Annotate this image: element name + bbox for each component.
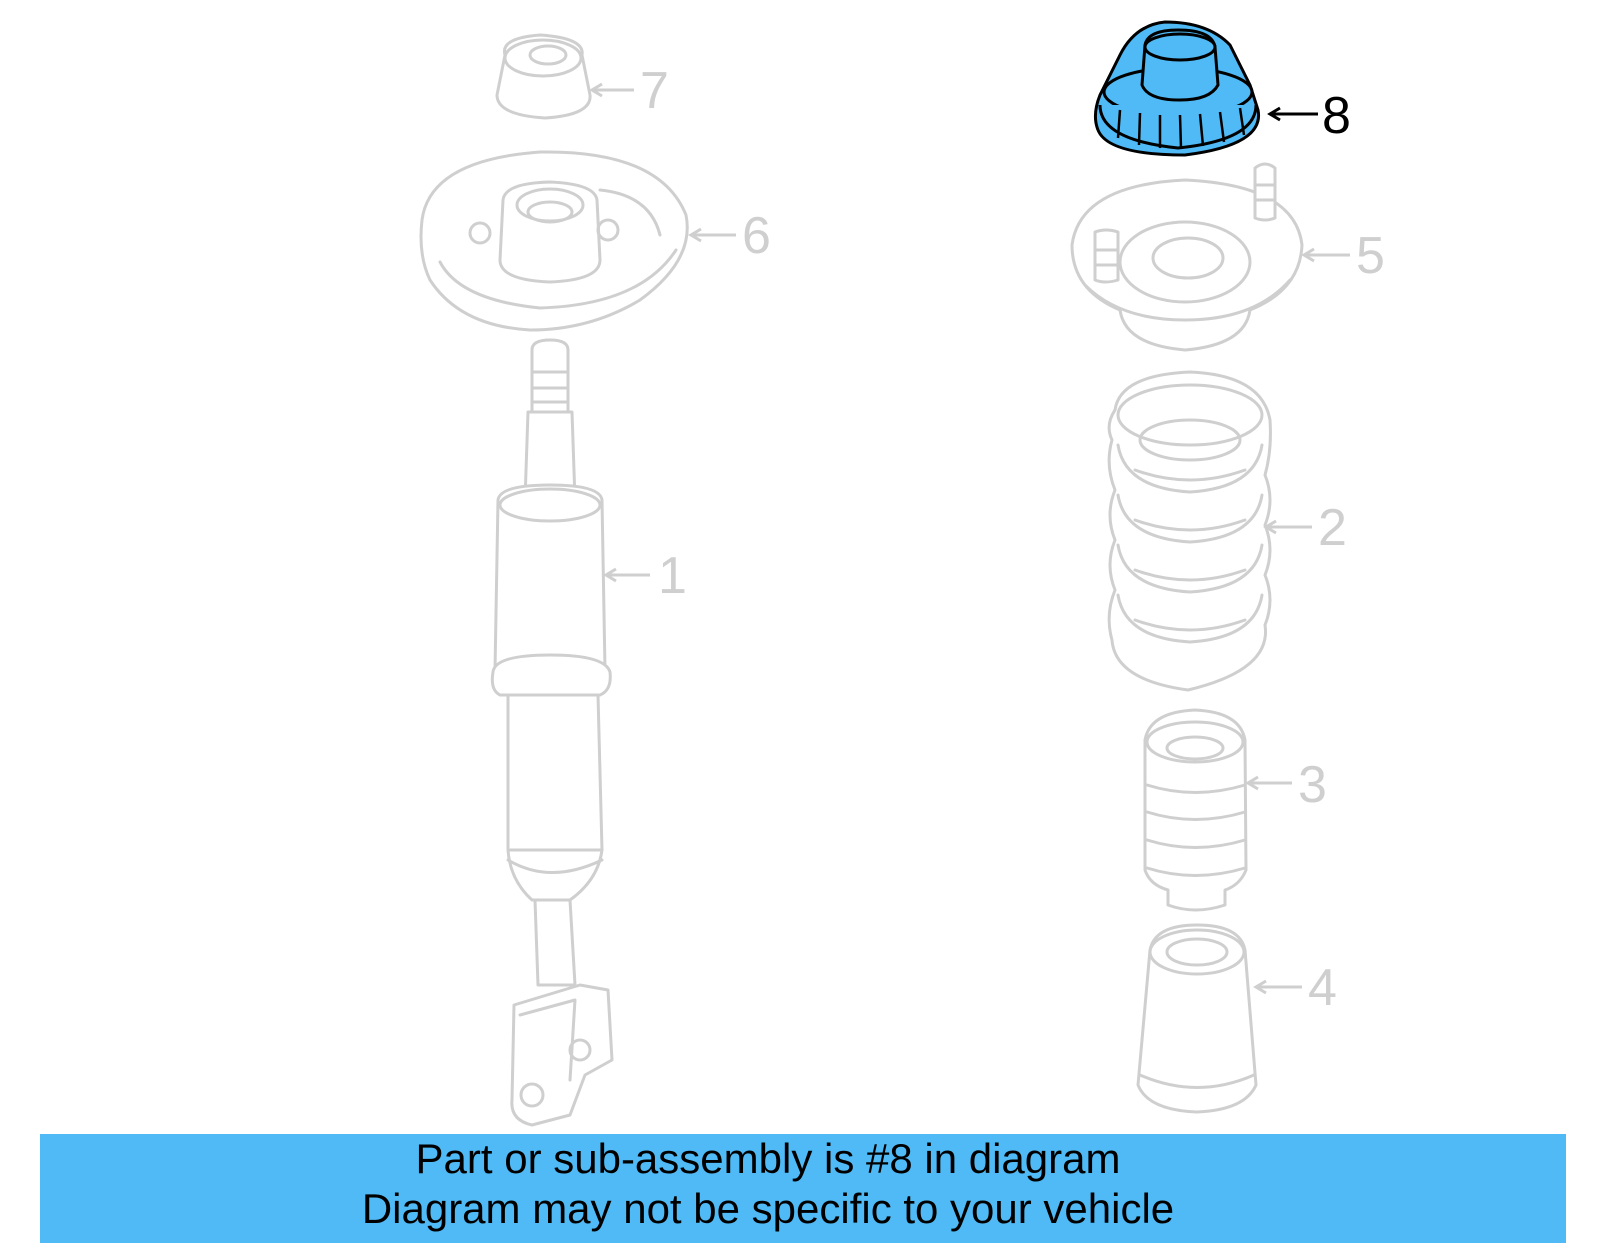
part-4-drawing <box>1136 923 1258 1114</box>
callout-leaders <box>589 82 1350 995</box>
callout-4: 4 <box>1308 959 1337 1017</box>
callout-8: 8 <box>1322 87 1351 145</box>
part-1-drawing <box>490 338 614 1127</box>
part-2-drawing <box>1107 370 1272 692</box>
part-3-drawing <box>1143 708 1248 912</box>
part-6-drawing <box>419 150 689 332</box>
banner-line-2: Diagram may not be specific to your vehi… <box>361 1185 1175 1232</box>
callout-5: 5 <box>1356 227 1385 285</box>
part-8-drawing <box>1093 20 1261 157</box>
part-5-drawing <box>1070 162 1304 352</box>
part-7-drawing <box>495 33 592 120</box>
callout-7: 7 <box>640 62 669 120</box>
info-banner: Part or sub-assembly is #8 in diagram Di… <box>40 1134 1566 1243</box>
callout-2: 2 <box>1318 499 1347 557</box>
callout-3: 3 <box>1298 756 1327 814</box>
banner-line-1: Part or sub-assembly is #8 in diagram <box>415 1135 1121 1182</box>
callout-1: 1 <box>658 547 687 605</box>
callout-6: 6 <box>742 207 771 265</box>
